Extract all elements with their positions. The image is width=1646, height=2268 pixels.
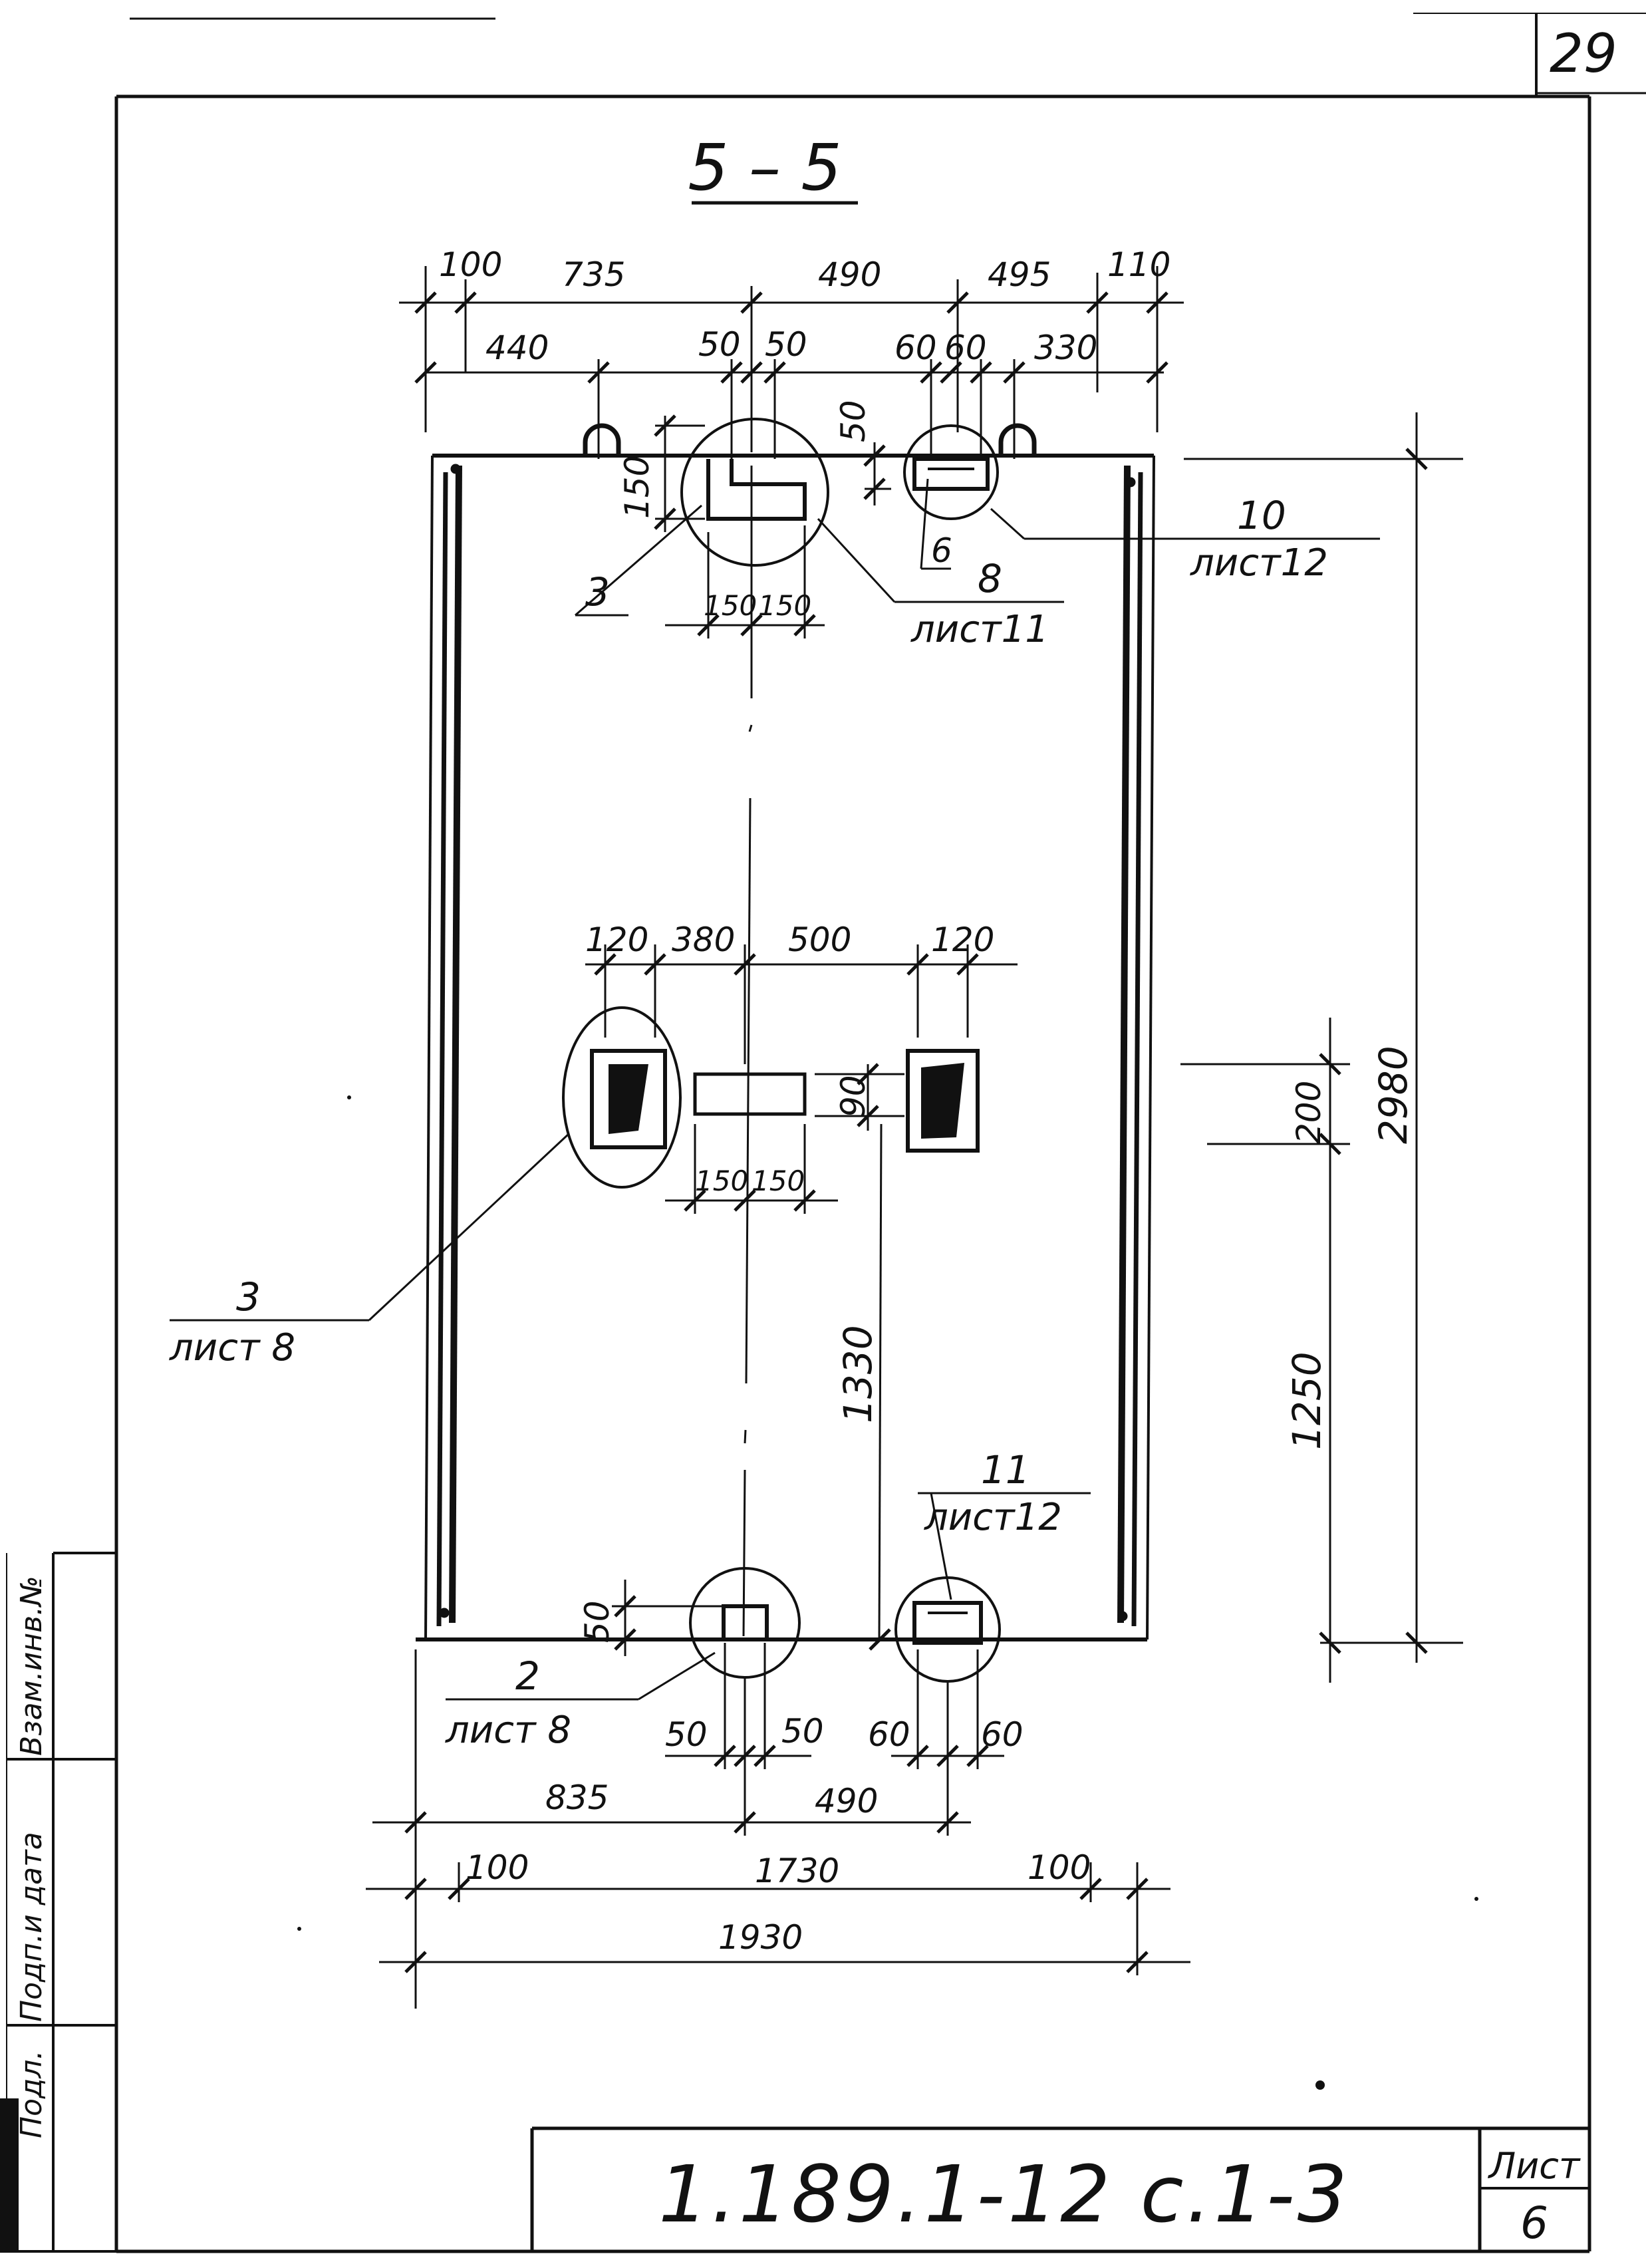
dim-bottom-60b: 60 <box>981 1715 1024 1754</box>
dim-top-735: 735 <box>562 255 625 294</box>
rebar-bars <box>439 464 1136 1624</box>
callout-3-mid-sheet: лист 8 <box>169 1326 295 1369</box>
dim-mid-150b: 150 <box>752 1165 805 1197</box>
dim-mid-90-vertical: 90 <box>834 1075 873 1117</box>
dim-top-110: 110 <box>1107 245 1170 284</box>
detail-circle-top-centre <box>680 418 829 567</box>
centre-axis <box>742 466 753 1637</box>
dim-mid-1330: 1330 <box>835 1325 881 1423</box>
dim-6-leader <box>920 478 951 570</box>
callout-8-num: 8 <box>978 556 1002 601</box>
dim-mid-150a: 150 <box>695 1165 748 1197</box>
sheet-caption: Лист <box>1488 2145 1581 2187</box>
top-dimension-lines <box>399 266 1184 638</box>
section-title: 5 – 5 <box>688 130 841 205</box>
side-label-podp-data: Подп.и дата <box>15 1832 49 2022</box>
callout-11-num: 11 <box>981 1447 1030 1492</box>
dim-bottom-50a: 50 <box>665 1715 708 1754</box>
dim-top-60b: 60 <box>944 329 987 367</box>
scan-dots <box>297 1095 1478 2090</box>
dim-top-440: 440 <box>485 329 549 367</box>
embedded-part-mid-right <box>906 1049 980 1153</box>
dim-mid-120b: 120 <box>931 921 994 959</box>
dim-bottom-50b: 50 <box>781 1712 824 1751</box>
dim-mid-500: 500 <box>788 921 851 959</box>
top-dimension-ticks <box>414 291 1168 637</box>
sheet-frame <box>0 13 1646 2253</box>
embedded-part-bottom-right <box>912 1601 983 1645</box>
dim-right-2980: 2980 <box>1371 1046 1416 1144</box>
middle-dimension-ticks <box>594 953 979 1651</box>
dim-top-50b: 50 <box>765 325 807 364</box>
dim-right-200: 200 <box>1290 1081 1328 1144</box>
dim-bottom-50-vertical: 50 <box>578 1600 617 1643</box>
lifting-loop-right <box>998 423 1037 456</box>
dim-top-6: 6 <box>931 531 952 570</box>
dim-bottom-60a: 60 <box>868 1715 910 1754</box>
embedded-part-mid-left <box>590 1049 667 1149</box>
embedded-plate-top <box>706 459 807 521</box>
dim-mid-120a: 120 <box>585 921 648 959</box>
drawing-code: 1.189.1-12 c.1-3 <box>658 2148 1350 2240</box>
callout-8-sheet: лист11 <box>910 608 1049 651</box>
dim-top-150b: 150 <box>758 589 811 622</box>
side-label-podl: Подл. <box>15 2050 49 2138</box>
right-dimension-lines <box>1180 412 1463 1683</box>
dim-top-100: 100 <box>439 245 502 284</box>
side-stamp: Взам.инв.№ Подп.и дата Подл. <box>0 1552 116 2251</box>
callout-11-sheet: лист12 <box>924 1496 1062 1539</box>
dim-top-50a: 50 <box>698 325 741 364</box>
bottom-dimension-lines <box>366 1580 1190 2009</box>
dim-bottom-490: 490 <box>815 1782 878 1820</box>
bottom-dimension-ticks <box>404 1595 1149 1973</box>
callout-10-sheet: лист12 <box>1190 541 1328 585</box>
callout-3-mid-num: 3 <box>236 1274 261 1320</box>
dim-right-1250: 1250 <box>1284 1351 1329 1450</box>
dim-mid-380: 380 <box>672 921 735 959</box>
dim-bottom-1730: 1730 <box>755 1852 839 1890</box>
dim-top-150a: 150 <box>704 589 757 622</box>
page-number: 29 <box>1550 23 1617 84</box>
embedded-part-top-right <box>912 457 990 491</box>
dim-top-50-vertical: 50 <box>834 400 873 442</box>
callout-2-sheet: лист 8 <box>445 1709 571 1752</box>
dim-top-490: 490 <box>818 255 881 294</box>
right-dimension-ticks <box>1319 448 1428 1654</box>
dim-top-330: 330 <box>1034 329 1097 367</box>
detail-ellipse-mid-left <box>562 1006 682 1189</box>
side-label-vzam: Взам.инв.№ <box>15 1576 49 1756</box>
dim-bottom-100a: 100 <box>466 1848 529 1887</box>
callout-2-num: 2 <box>515 1653 540 1699</box>
detail-circle-top-right <box>903 424 999 520</box>
sheet-number: 6 <box>1520 2197 1548 2249</box>
dim-top-60a: 60 <box>894 329 937 367</box>
callout-10-num: 10 <box>1237 493 1286 538</box>
detail-circle-bottom-right <box>894 1576 1001 1683</box>
dim-top-495: 495 <box>988 255 1051 294</box>
dim-bottom-1930: 1930 <box>718 1918 803 1957</box>
dim-top-150-vertical: 150 <box>618 456 656 519</box>
lifting-loop-left <box>583 423 621 456</box>
opening-mid-centre <box>693 1072 807 1116</box>
callout-3-top-num: 3 <box>585 569 610 615</box>
dim-bottom-100b: 100 <box>1028 1848 1091 1887</box>
embedded-part-bottom-centre <box>722 1604 769 1641</box>
dim-bottom-835: 835 <box>545 1778 609 1817</box>
leader-lines <box>170 504 1380 1701</box>
title-block <box>530 2126 1589 2251</box>
